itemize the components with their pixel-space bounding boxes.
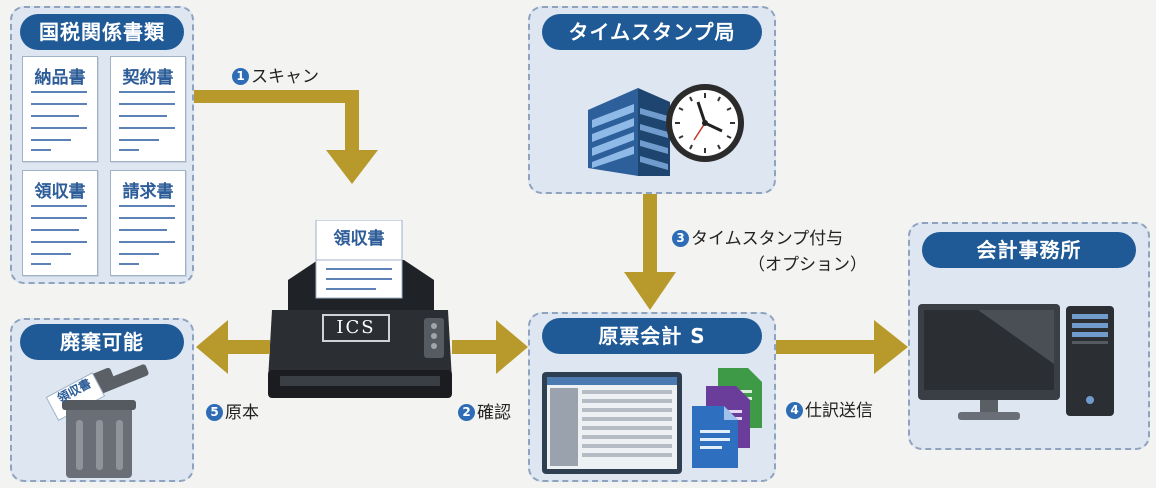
document-title: 請求書 <box>122 182 174 202</box>
journal-send-arrow <box>776 320 908 374</box>
building-icon <box>588 88 670 176</box>
timestamp-authority-title: タイムスタンプ局 <box>542 14 762 50</box>
desktop-monitor-icon <box>918 304 1060 420</box>
step-5-number: 5 <box>206 404 223 421</box>
document-delivery-slip: 納品書 <box>22 56 98 162</box>
step-2-text: 確認 <box>477 403 511 423</box>
scanner-paper-title: 領収書 <box>333 229 385 249</box>
scanner-brand-label: ICS <box>322 314 390 342</box>
scan-arrow <box>194 90 378 184</box>
genpyo-kaikei-title: 原票会計 S <box>542 318 762 354</box>
step-1-text: スキャン <box>251 67 319 87</box>
step-3-number: 3 <box>672 230 689 247</box>
step-3-sublabel: （オプション） <box>748 255 867 275</box>
document-invoice: 請求書 <box>110 170 186 276</box>
tax-documents-title: 国税関係書類 <box>20 14 184 50</box>
scanner-device <box>268 220 452 398</box>
pc-tower-icon <box>1066 306 1114 416</box>
disposable-title: 廃棄可能 <box>20 324 184 360</box>
document-contract: 契約書 <box>110 56 186 162</box>
accounting-office-title: 会計事務所 <box>922 232 1136 268</box>
step-2-number: 2 <box>458 404 475 421</box>
document-receipt: 領収書 <box>22 170 98 276</box>
timestamp-arrow <box>624 194 676 310</box>
original-arrow <box>196 320 270 374</box>
clock-icon <box>666 84 744 162</box>
confirm-arrow <box>452 320 528 374</box>
document-title: 納品書 <box>34 68 86 88</box>
step-4-number: 4 <box>786 402 803 419</box>
step-4-text: 仕訳送信 <box>805 401 873 421</box>
accounting-software-screen-icon <box>542 372 682 474</box>
files-stack-icon <box>692 368 762 468</box>
document-title: 契約書 <box>122 68 174 88</box>
document-title: 領収書 <box>34 182 86 202</box>
trash-can-icon <box>46 364 149 478</box>
step-5-text: 原本 <box>225 403 259 423</box>
step-3-text: タイムスタンプ付与 <box>691 229 844 249</box>
step-1-number: 1 <box>232 68 249 85</box>
